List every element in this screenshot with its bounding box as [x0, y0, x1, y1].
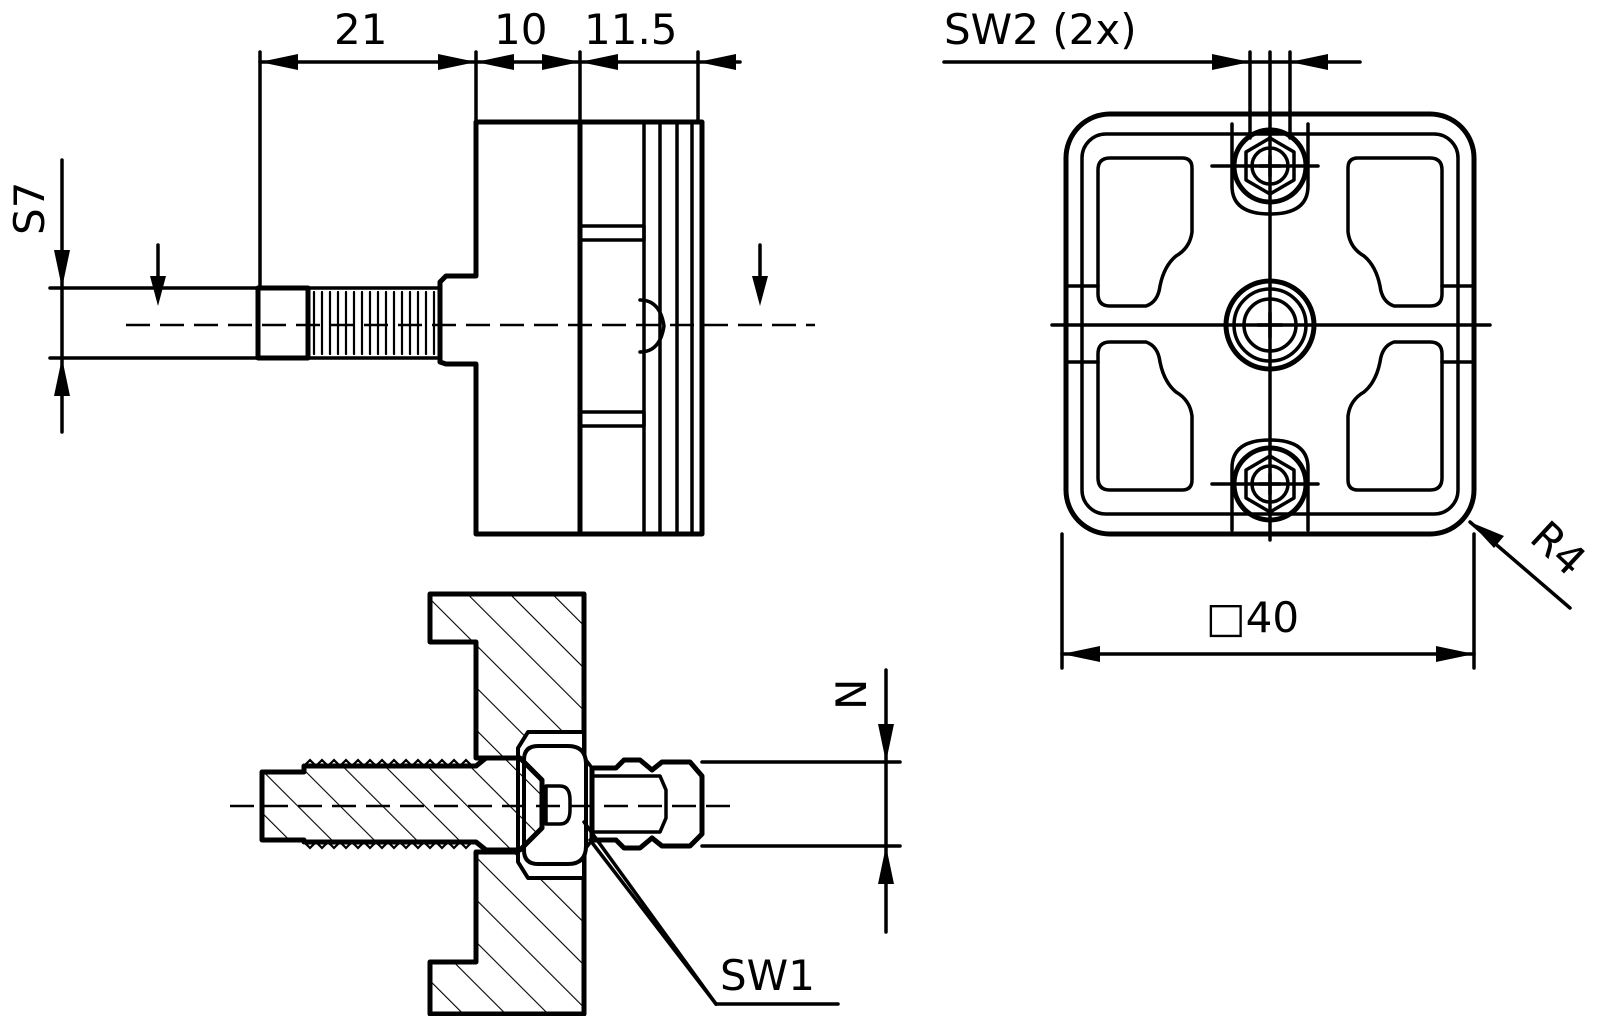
pocket-bottom-left [1096, 340, 1194, 492]
dim-sw2: SW2 (2x) [944, 5, 1137, 54]
section-stud [259, 755, 545, 853]
side-recess [638, 298, 666, 354]
dim-sw1: SW1 [720, 951, 815, 1000]
dim-square-40: □40 [1206, 593, 1299, 642]
side-lower-slot [578, 410, 646, 428]
section-ball-joint [589, 757, 705, 851]
dim-11-5: 11.5 [584, 5, 678, 54]
side-body-outline [437, 119, 705, 537]
section-view: N SW1 [230, 591, 902, 1016]
side-view: 21 10 11.5 S7 [5, 5, 815, 537]
dim-21: 21 [334, 5, 387, 54]
threaded-stud [255, 285, 442, 361]
pocket-top-right [1346, 156, 1444, 308]
dim-n: N [827, 679, 876, 710]
thread-lines [312, 290, 436, 356]
dim-s7: S7 [5, 182, 54, 235]
pocket-bottom-right [1346, 340, 1444, 492]
pocket-top-left [1096, 156, 1194, 308]
front-view: SW2 (2x) □40 R4 [942, 5, 1595, 670]
dim-10: 10 [494, 5, 547, 54]
section-body [427, 591, 587, 1016]
side-upper-slot [578, 224, 646, 242]
